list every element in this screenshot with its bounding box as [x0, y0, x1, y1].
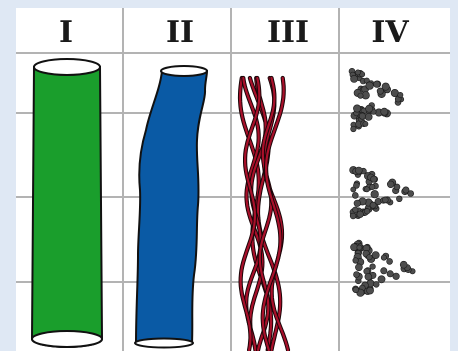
- particle: [382, 197, 388, 203]
- particle: [371, 190, 379, 198]
- column-label-iv: IV: [371, 15, 409, 50]
- particle: [370, 264, 376, 270]
- particle: [357, 245, 362, 250]
- particle: [367, 254, 373, 260]
- particle: [374, 81, 381, 88]
- particle: [394, 184, 400, 190]
- particle: [354, 272, 360, 278]
- particle: [371, 176, 377, 182]
- particle: [387, 258, 393, 264]
- particle: [381, 268, 387, 274]
- column-label-iii: III: [267, 15, 309, 50]
- particle: [387, 181, 394, 188]
- particle: [357, 211, 364, 218]
- column-label-i: I: [59, 15, 73, 50]
- particle: [403, 187, 409, 193]
- particle: [359, 113, 365, 119]
- particle: [353, 258, 359, 264]
- particle: [366, 105, 373, 112]
- particle: [370, 202, 376, 208]
- particle: [387, 271, 393, 277]
- particle: [353, 105, 360, 112]
- particle: [378, 276, 385, 283]
- particle: [355, 70, 360, 75]
- particle: [352, 192, 358, 198]
- particle: [372, 252, 379, 259]
- green-cylinder-body: [32, 67, 102, 347]
- green-cylinder: [32, 59, 102, 347]
- blue-tube-bottom-rim: [135, 339, 193, 348]
- particle: [358, 93, 363, 98]
- particle: [364, 209, 370, 215]
- particle: [351, 187, 356, 192]
- particle: [364, 187, 369, 192]
- particle: [353, 207, 359, 213]
- particle: [400, 261, 407, 268]
- column-label-ii: II: [166, 15, 194, 50]
- particle: [354, 200, 361, 207]
- particle: [365, 113, 372, 120]
- particle: [396, 196, 402, 202]
- particle: [381, 108, 388, 115]
- particle: [393, 273, 400, 280]
- particle: [366, 82, 374, 90]
- particle: [398, 92, 403, 97]
- blue-tube-top-rim: [161, 66, 207, 76]
- particle: [367, 287, 374, 294]
- particle: [351, 126, 357, 132]
- particle: [363, 121, 368, 126]
- particle: [381, 255, 386, 260]
- particle: [355, 264, 362, 271]
- particle: [351, 75, 358, 82]
- particle: [370, 184, 375, 189]
- green-cylinder-top-rim: [34, 59, 100, 75]
- particle: [377, 88, 383, 94]
- particle: [355, 167, 362, 174]
- particle: [350, 213, 356, 219]
- green-cylinder-bottom-rim: [32, 331, 102, 347]
- particle: [353, 287, 359, 293]
- particle: [365, 273, 372, 280]
- particle: [373, 282, 379, 288]
